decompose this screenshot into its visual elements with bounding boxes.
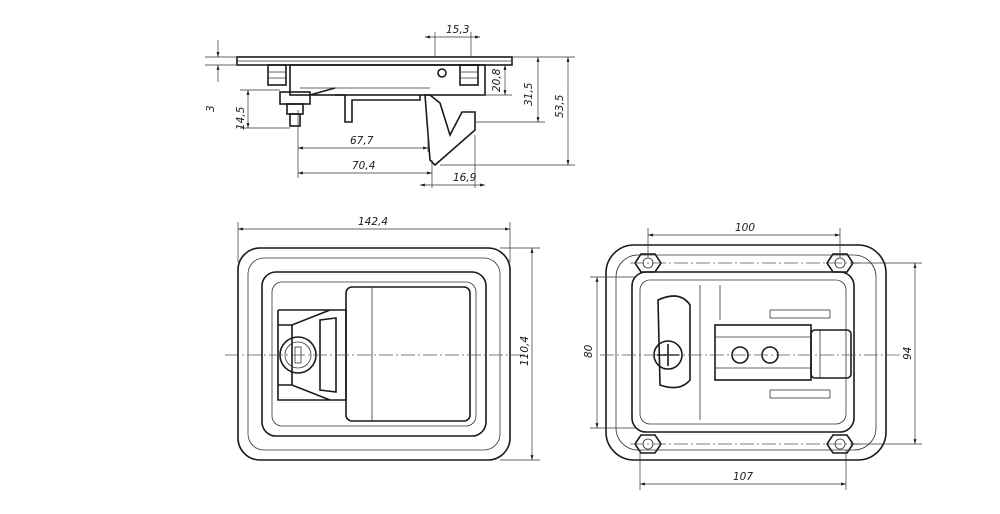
dim-31-5: 31,5 [523, 82, 535, 106]
dim-3: 3 [205, 105, 217, 112]
dim-142-4: 142,4 [358, 216, 388, 228]
outer-flange [237, 247, 511, 461]
lock-cylinder [279, 91, 311, 105]
recess [261, 271, 487, 437]
front-view: 142,4 110,4 [225, 216, 540, 461]
dim-67-7: 67,7 [350, 135, 374, 147]
dim-100: 100 [735, 222, 755, 234]
dim-94: 94 [902, 347, 914, 360]
dim-14-5: 14,5 [235, 106, 247, 130]
cam [657, 295, 691, 389]
rear-view: 100 107 80 94 [583, 222, 922, 490]
dim-107: 107 [733, 471, 753, 483]
dim-53-5: 53,5 [554, 94, 566, 118]
dim-70-4: 70,4 [352, 160, 375, 172]
paddle [345, 286, 471, 422]
right-stud-nut [459, 64, 479, 86]
rear-body [631, 271, 855, 433]
left-stud-nut [267, 64, 287, 86]
rivet-hole [437, 68, 447, 78]
dim-110-4: 110,4 [519, 336, 531, 366]
dim-16-9: 16,9 [453, 172, 477, 184]
paddle-handle [424, 94, 476, 167]
lock-housing [277, 309, 347, 401]
dim-80: 80 [583, 344, 595, 358]
latch-bolt [810, 329, 852, 379]
dim-15-3: 15,3 [446, 24, 469, 36]
rear-flange [605, 244, 887, 461]
side-view: 15,3 20,8 31,5 53,5 3 14,5 67,7 70,4 16, [205, 24, 575, 188]
latch-body [289, 64, 486, 96]
dim-20-8: 20,8 [491, 68, 503, 92]
cam-bracket [335, 94, 421, 123]
